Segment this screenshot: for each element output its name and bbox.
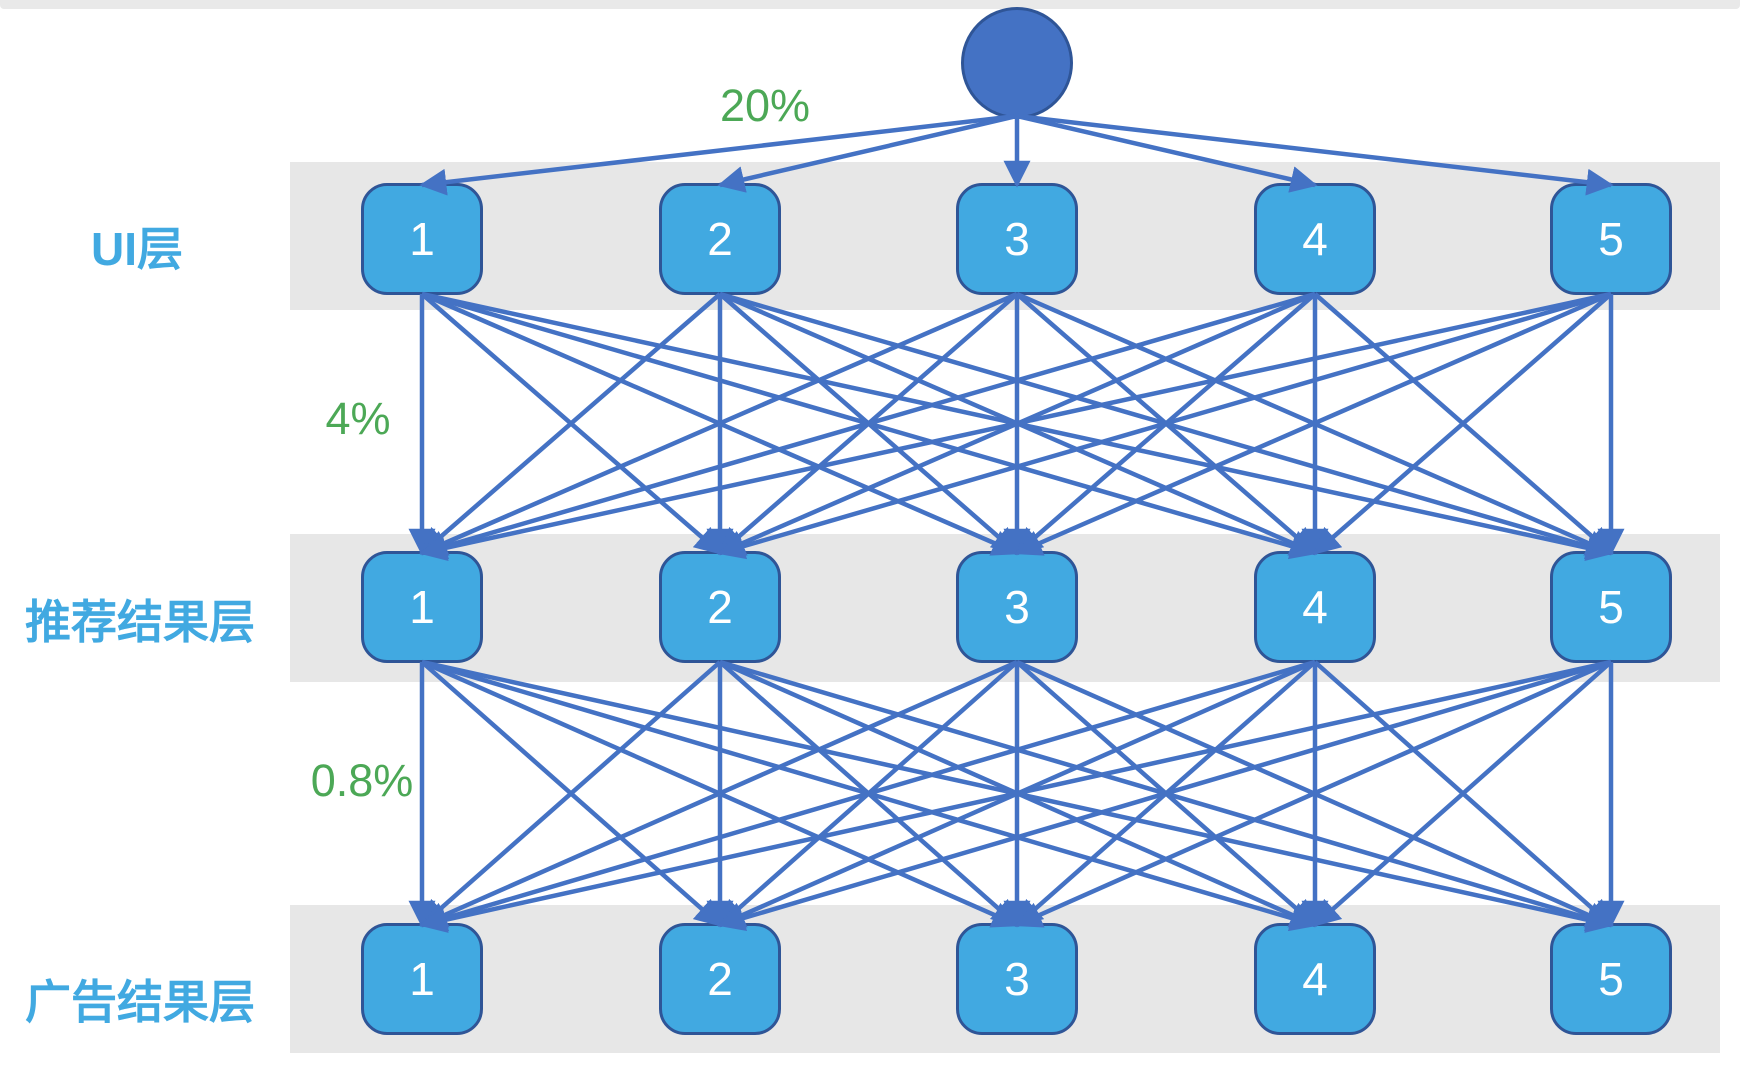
connector-arrow — [1014, 291, 1612, 556]
node-ad-1: 1 — [361, 923, 483, 1035]
connector-arrow — [717, 291, 1316, 556]
top-divider-bar — [0, 0, 1740, 9]
node-ui-1: 1 — [361, 183, 483, 295]
node-ad-3: 3 — [956, 923, 1078, 1035]
connector-arrow — [1313, 660, 1614, 927]
node-recommendation-2: 2 — [659, 551, 781, 663]
connector-arrow — [419, 292, 722, 555]
connector-arrow — [1312, 292, 1613, 555]
layer-label-recommendation: 推荐结果层 — [25, 596, 255, 648]
connector-arrow — [419, 659, 1612, 933]
connector-arrow — [1016, 291, 1614, 556]
connector-arrow — [419, 291, 1612, 562]
connector-arrow — [419, 660, 722, 927]
node-ui-5: 5 — [1550, 183, 1672, 295]
connector-arrow — [1313, 292, 1614, 555]
connector-arrow — [717, 659, 1316, 928]
connector-arrow — [1014, 660, 1317, 927]
node-ad-4: 4 — [1254, 923, 1376, 1035]
rate-label-recommendation: 4% — [325, 393, 391, 444]
connector-arrow — [419, 291, 1018, 556]
connector-arrow — [718, 660, 1020, 927]
root-source-circle — [961, 7, 1073, 119]
connector-arrow — [1016, 659, 1614, 928]
connector-arrow — [719, 291, 1614, 560]
connector-arrow — [1015, 660, 1318, 927]
connector-arrow — [717, 659, 1612, 932]
connector-arrow — [1014, 292, 1317, 555]
connector-arrow — [421, 291, 1614, 562]
node-ad-5: 5 — [1550, 923, 1672, 1035]
rate-label-ad: 0.8% — [310, 755, 414, 806]
connector-arrow — [717, 291, 1612, 560]
node-ui-3: 3 — [956, 183, 1078, 295]
node-recommendation-1: 1 — [361, 551, 483, 663]
connector-arrow — [421, 659, 1318, 932]
node-recommendation-4: 4 — [1254, 551, 1376, 663]
connector-arrow — [420, 292, 723, 555]
connector-arrow — [419, 659, 1018, 928]
connector-arrow — [419, 291, 1316, 560]
connector-arrow — [717, 292, 1019, 555]
connector-arrow — [719, 659, 1318, 928]
node-recommendation-5: 5 — [1550, 551, 1672, 663]
rate-label-ui: 20% — [719, 80, 811, 131]
connector-arrow — [421, 291, 1020, 556]
connector-arrow — [717, 660, 1019, 927]
connector-arrow — [421, 659, 1614, 933]
connector-arrow — [419, 659, 1316, 932]
node-ad-2: 2 — [659, 923, 781, 1035]
connector-arrow — [420, 660, 723, 927]
connector-arrow — [719, 659, 1614, 932]
node-ui-2: 2 — [659, 183, 781, 295]
connector-arrow — [1015, 292, 1318, 555]
connector-arrow — [421, 659, 1020, 928]
connector-arrow — [719, 291, 1318, 556]
layer-label-ad: 广告结果层 — [25, 976, 255, 1028]
layer-label-ui: UI层 — [91, 223, 183, 275]
node-ui-4: 4 — [1254, 183, 1376, 295]
connector-arrow — [1312, 660, 1613, 927]
connector-arrow — [1014, 659, 1612, 928]
connector-arrow — [421, 291, 1318, 560]
node-recommendation-3: 3 — [956, 551, 1078, 663]
connector-arrow — [718, 292, 1020, 555]
